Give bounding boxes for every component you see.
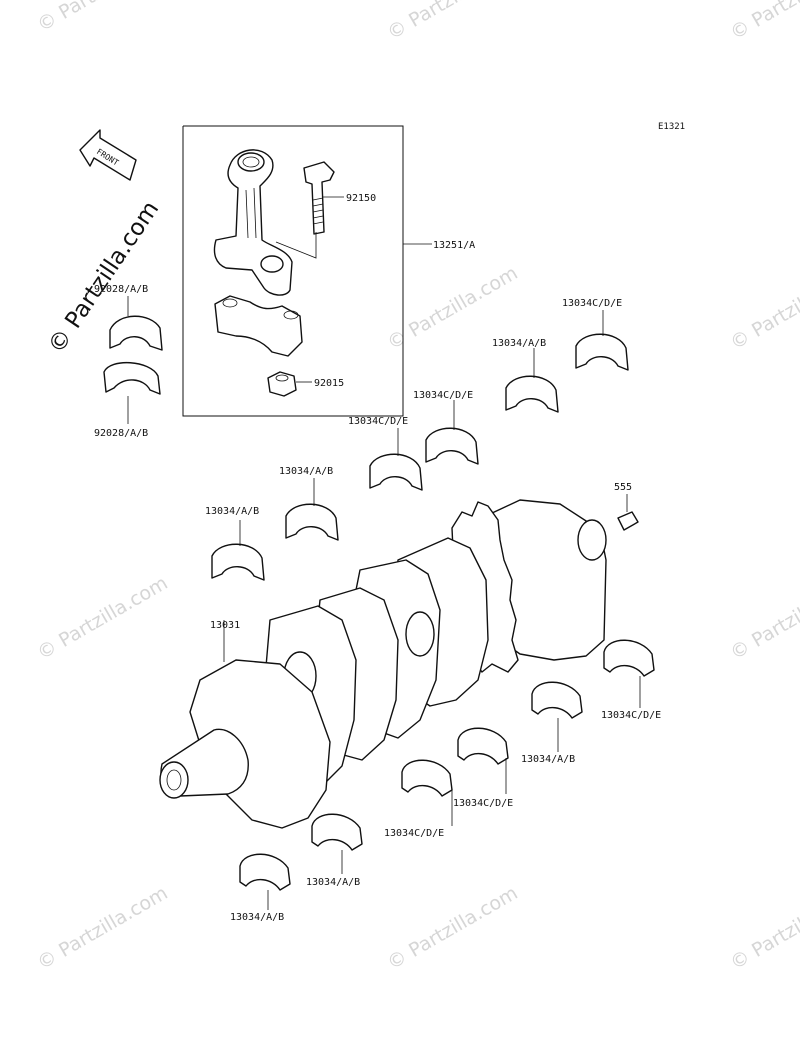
main-bearing-upper-1: 13034/A/B <box>205 506 265 581</box>
main-bearing-lower-2: 13034/A/B <box>306 813 363 888</box>
main-bearing-lower-6: 13034C/D/E <box>601 639 661 721</box>
rod-bearing-upper: 92028/A/B <box>94 284 163 351</box>
callout-upper-4: 13034C/D/E <box>413 390 473 401</box>
callout-rod-nut: 92015 <box>314 378 344 389</box>
watermark: © Partzilla.com <box>727 572 800 664</box>
main-bearing-lower-4: 13034C/D/E <box>453 727 513 809</box>
rod-nut: 92015 <box>267 371 344 397</box>
callout-pin: 555 <box>614 482 632 493</box>
front-arrow-icon: FRONT <box>79 129 137 181</box>
rod-bearing-lower: 92028/A/B <box>94 361 161 439</box>
callout-lower-1: 13034/A/B <box>230 912 284 923</box>
main-bearing-lower-3: 13034C/D/E <box>384 759 453 839</box>
callout-rod-bearing-upper: 92028/A/B <box>94 284 148 295</box>
callout-lower-3: 13034C/D/E <box>384 828 444 839</box>
main-bearing-lower-1: 13034/A/B <box>230 853 291 923</box>
callout-upper-6: 13034C/D/E <box>562 298 622 309</box>
callout-lower-6: 13034C/D/E <box>601 710 661 721</box>
watermark: © Partzilla.com <box>384 0 522 44</box>
watermark: © Partzilla.com <box>34 882 172 974</box>
callout-upper-5: 13034/A/B <box>492 338 546 349</box>
callout-rod-assembly: 13251/A <box>433 240 475 251</box>
callout-rod-bearing-lower: 92028/A/B <box>94 428 148 439</box>
watermark: © Partzilla.com <box>727 262 800 354</box>
connecting-rod <box>213 149 293 296</box>
watermark: © Partzilla.com <box>384 882 522 974</box>
diagram-code: E1321 <box>658 122 685 132</box>
watermark: © Partzilla.com <box>34 572 172 664</box>
watermark: © Partzilla.com <box>727 882 800 974</box>
callout-upper-1: 13034/A/B <box>205 506 259 517</box>
main-bearing-upper-6: 13034C/D/E <box>562 298 629 371</box>
rod-assembly-box: 13251/A <box>182 125 475 417</box>
main-bearing-upper-5: 13034/A/B <box>492 338 559 413</box>
callout-lower-4: 13034C/D/E <box>453 798 513 809</box>
callout-crankshaft: 13031 <box>210 620 240 631</box>
rod-bolt: 92150 <box>275 161 376 259</box>
rod-cap <box>214 295 303 357</box>
main-bearing-lower-5: 13034/A/B <box>521 681 583 765</box>
main-bearing-upper-4: 13034C/D/E <box>413 390 479 465</box>
callout-lower-2: 13034/A/B <box>306 877 360 888</box>
callout-lower-5: 13034/A/B <box>521 754 575 765</box>
callout-upper-3: 13034C/D/E <box>348 416 408 427</box>
callout-upper-2: 13034/A/B <box>279 466 333 477</box>
watermark: © Partzilla.com <box>727 0 800 44</box>
main-bearing-upper-2: 13034/A/B <box>279 466 339 541</box>
main-bearing-upper-3: 13034C/D/E <box>348 416 423 491</box>
callout-rod-bolt: 92150 <box>346 193 376 204</box>
crankshaft: 13031 <box>159 499 607 829</box>
watermark: © Partzilla.com <box>34 0 172 36</box>
dowel-pin: 555 <box>614 482 639 531</box>
